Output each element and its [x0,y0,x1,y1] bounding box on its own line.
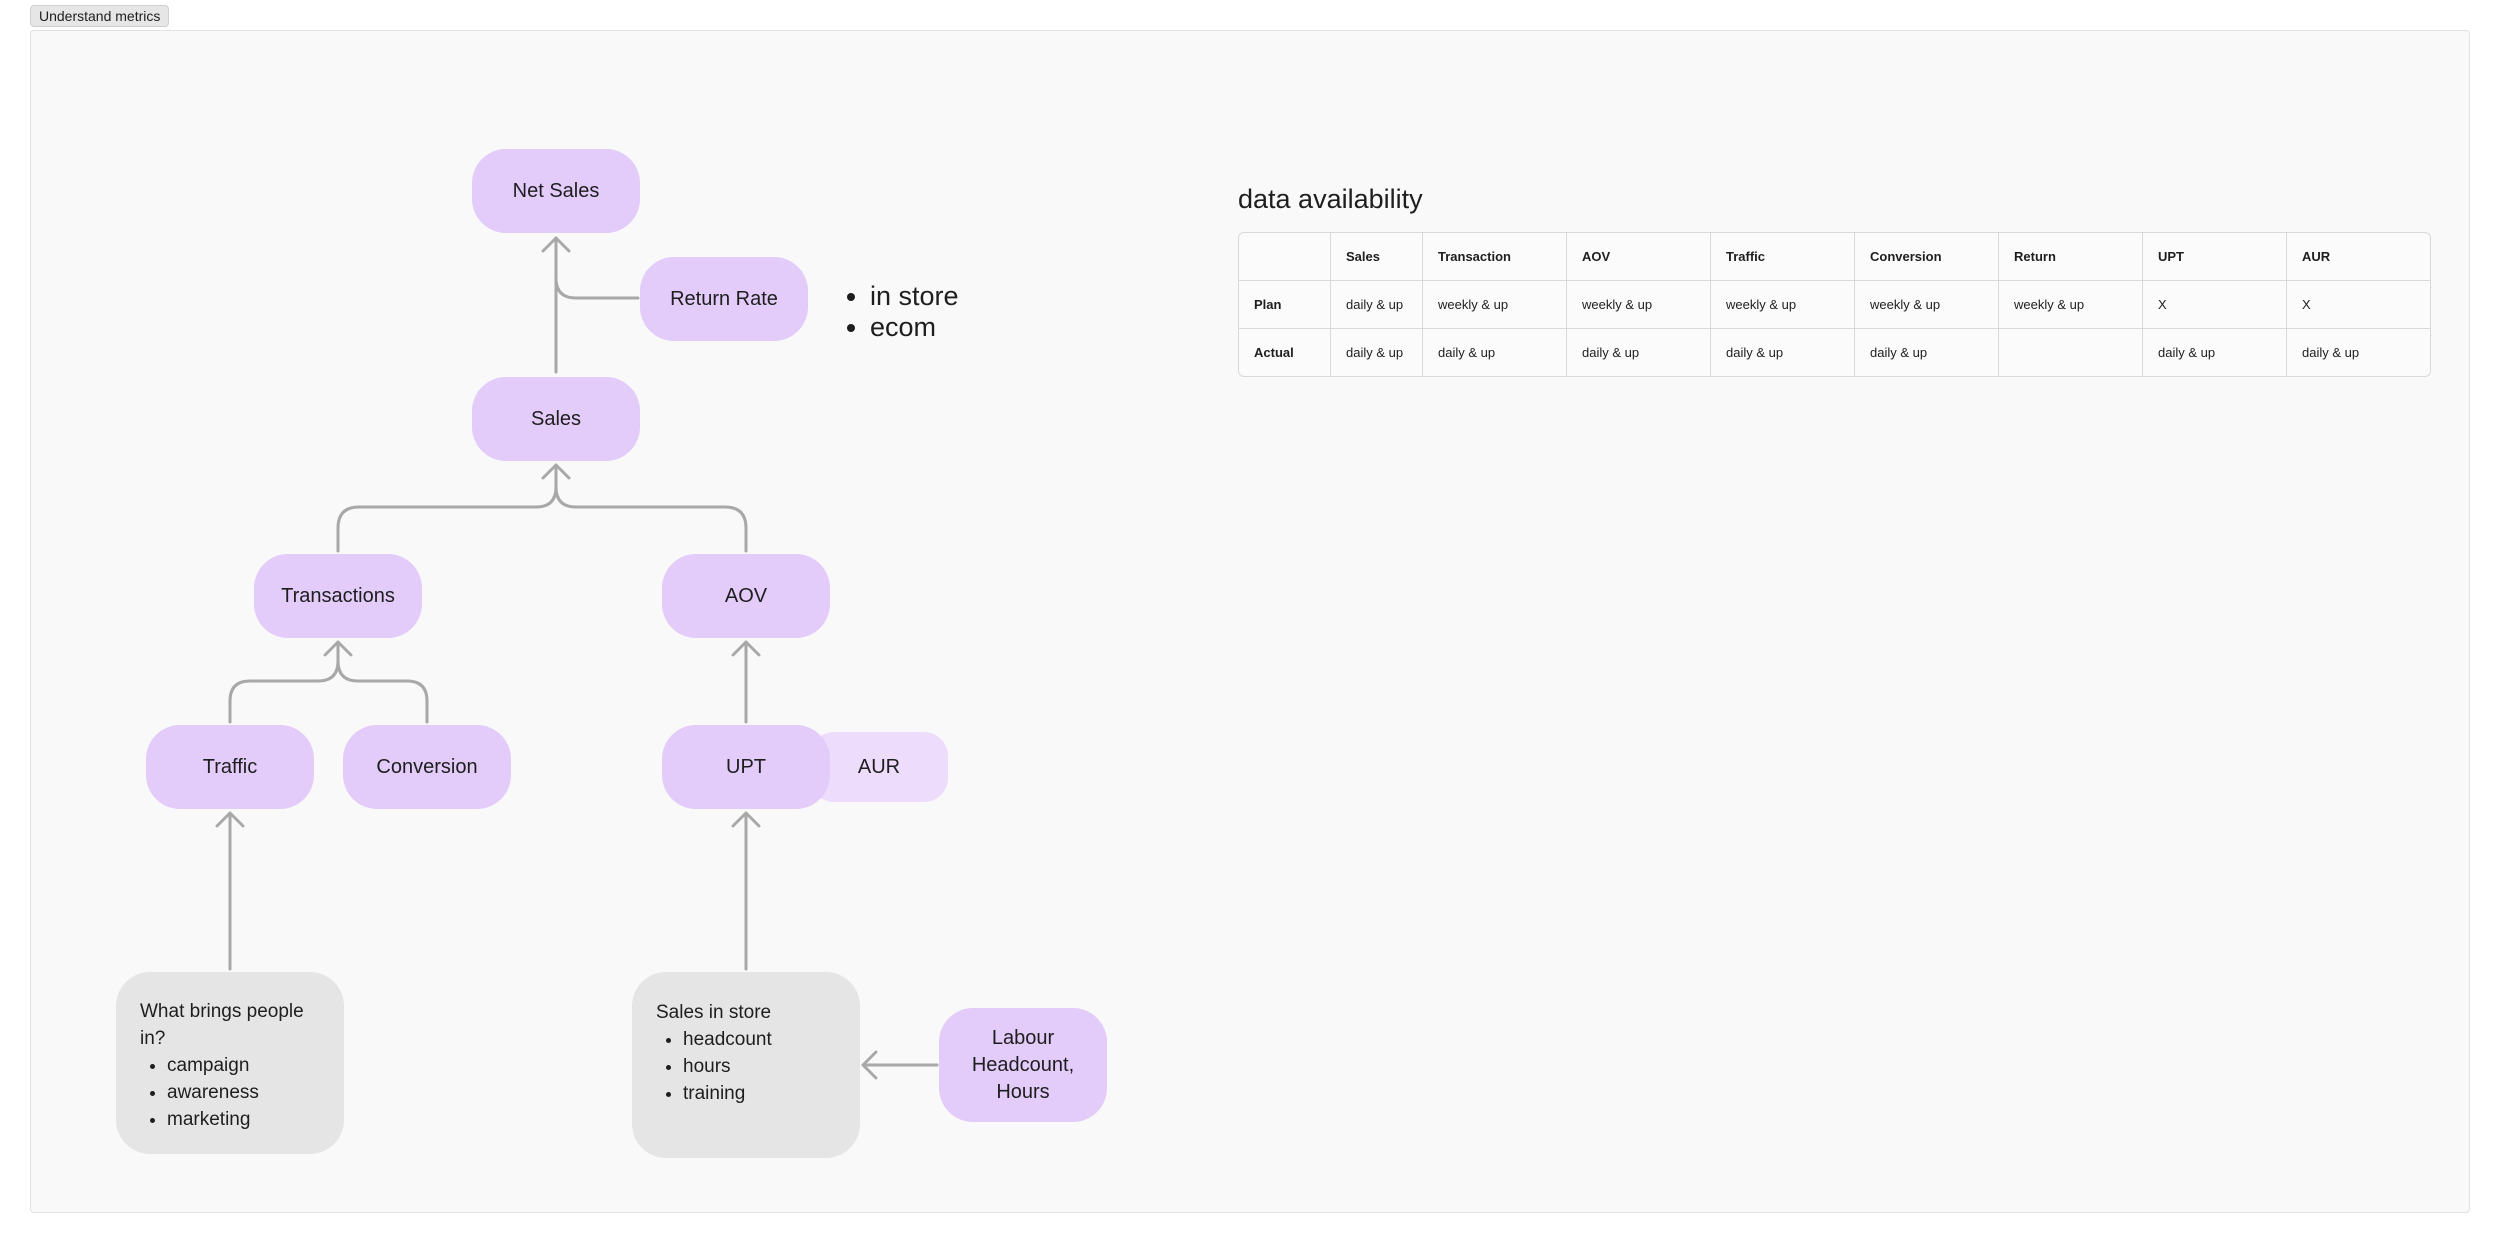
note-list: headcount hours training [656,1026,842,1107]
column-header: AOV [1567,233,1711,281]
data-availability-table: Sales Transaction AOV Traffic Conversion… [1238,232,2431,377]
table-cell: daily & up [2143,329,2287,376]
table-cell: weekly & up [1855,281,1999,329]
connector-upt-to-aov [731,640,761,724]
note-item: training [683,1080,842,1107]
note-what-brings-people-in[interactable]: What brings people in? campaign awarenes… [116,972,344,1154]
node-upt[interactable]: UPT [662,725,830,809]
table-cell: daily & up [1711,329,1855,376]
node-sales[interactable]: Sales [472,377,640,461]
connector-traffic-to-transactions [228,640,353,724]
table-cell: daily & up [1567,329,1711,376]
note-item: marketing [167,1106,326,1133]
column-header: UPT [2143,233,2287,281]
channel-item: in store [870,281,959,312]
table-cell: weekly & up [1423,281,1567,329]
table-cell: weekly & up [1567,281,1711,329]
connector-note-to-traffic [215,811,245,971]
table-cell: daily & up [1423,329,1567,376]
table-cell [1999,329,2143,376]
connector-return-rate-to-net-sales [554,276,640,300]
connector-transactions-to-sales [336,463,571,553]
column-header: Traffic [1711,233,1855,281]
node-aur[interactable]: AUR [810,732,948,802]
table-row: Actual daily & up daily & up daily & up … [1239,329,2430,376]
connector-aov-to-sales [554,485,748,553]
row-label: Plan [1239,281,1331,329]
table-cell: daily & up [1331,329,1423,376]
table-row: Plan daily & up weekly & up weekly & up … [1239,281,2430,329]
node-net-sales[interactable]: Net Sales [472,149,640,233]
node-conversion[interactable]: Conversion [343,725,511,809]
table-cell: X [2287,281,2430,329]
node-return-rate[interactable]: Return Rate [640,257,808,341]
connector-labour-to-sales-note [861,1050,939,1080]
table-cell: X [2143,281,2287,329]
node-traffic[interactable]: Traffic [146,725,314,809]
column-header: Conversion [1855,233,1999,281]
column-header: AUR [2287,233,2430,281]
node-aov[interactable]: AOV [662,554,830,638]
table-cell: weekly & up [1711,281,1855,329]
note-item: awareness [167,1079,326,1106]
connector-conversion-to-transactions [336,659,429,724]
table-cell: weekly & up [1999,281,2143,329]
table-cell: daily & up [1331,281,1423,329]
note-item: campaign [167,1052,326,1079]
table-header-row: Sales Transaction AOV Traffic Conversion… [1239,233,2430,281]
note-sales-in-store[interactable]: Sales in store headcount hours training [632,972,860,1158]
connector-sales-to-net-sales [541,236,571,374]
node-transactions[interactable]: Transactions [254,554,422,638]
note-heading: What brings people in? [140,1001,304,1049]
note-item: hours [683,1053,842,1080]
node-labour-headcount-hours[interactable]: Labour Headcount, Hours [939,1008,1107,1122]
frame-canvas [30,30,2470,1213]
row-label: Actual [1239,329,1331,376]
note-list: campaign awareness marketing [140,1052,326,1133]
return-rate-channels: in store ecom [848,281,959,343]
column-header: Sales [1331,233,1423,281]
table-cell: daily & up [1855,329,1999,376]
column-header [1239,233,1331,281]
note-heading: Sales in store [656,1002,772,1023]
table-cell: daily & up [2302,345,2360,360]
column-header: Transaction [1423,233,1567,281]
connector-sales-note-to-upt [731,811,761,971]
column-header: Return [1999,233,2143,281]
frame-label[interactable]: Understand metrics [30,5,170,27]
note-item: headcount [683,1026,842,1053]
channel-item: ecom [870,312,959,343]
table-title: data availability [1238,184,1423,214]
